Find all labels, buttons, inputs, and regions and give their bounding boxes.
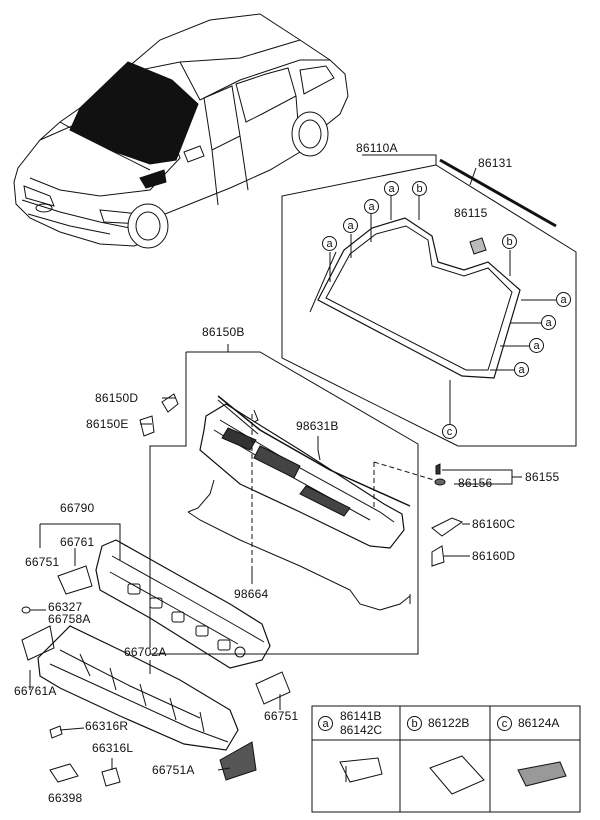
callout-a: a (364, 199, 379, 214)
callout-b: b (412, 181, 427, 196)
part-label-86110a: 86110A (356, 141, 398, 155)
part-label-66751-left: 66751 (25, 555, 60, 569)
car-illustration (13, 13, 349, 249)
part-label-86155: 86155 (525, 470, 560, 484)
part-label-86150e: 86150E (86, 417, 129, 431)
legend-callout-b: b (407, 716, 422, 731)
windshield-group-frame (281, 154, 577, 447)
cowl-panel-group (21, 523, 291, 787)
callout-a: a (384, 181, 399, 196)
part-label-66751-right: 66751 (264, 709, 299, 723)
part-label-98664: 98664 (234, 587, 269, 601)
legend-code-c: 86124A (518, 716, 560, 730)
callout-a: a (556, 292, 571, 307)
legend-callout-c: c (497, 716, 512, 731)
part-label-66702a: 66702A (124, 645, 167, 659)
cowl-group-frame (139, 344, 522, 655)
part-label-66761a: 66761A (14, 684, 57, 698)
part-label-86150b: 86150B (202, 325, 245, 339)
callout-a: a (541, 315, 556, 330)
part-label-86131: 86131 (478, 156, 513, 170)
legend-code-a1: 86141B (340, 709, 382, 723)
callout-b: b (502, 234, 517, 249)
part-label-86160c: 86160C (472, 517, 516, 531)
part-label-66790: 66790 (60, 501, 95, 515)
callout-c: c (442, 424, 457, 439)
legend-box (311, 705, 581, 813)
part-label-98631b: 98631B (296, 419, 339, 433)
callout-a: a (529, 338, 544, 353)
part-label-66316l: 66316L (92, 741, 134, 755)
part-label-86156: 86156 (458, 476, 493, 490)
part-label-86160d: 86160D (472, 549, 516, 563)
legend-code-b: 86122B (428, 716, 470, 730)
legend-code-a2: 86142C (340, 723, 383, 737)
part-label-66761: 66761 (60, 535, 95, 549)
part-label-66751a: 66751A (152, 763, 195, 777)
part-label-86115: 86115 (454, 206, 488, 220)
part-label-66398: 66398 (48, 791, 83, 805)
callout-a: a (514, 362, 529, 377)
part-label-86150d: 86150D (95, 391, 139, 405)
part-label-66327: 66327 (48, 600, 83, 614)
callout-a: a (343, 218, 358, 233)
part-label-66758a: 66758A (48, 612, 91, 626)
callout-a: a (322, 236, 337, 251)
part-label-66316r: 66316R (85, 719, 129, 733)
legend-callout-a: a (318, 716, 333, 731)
